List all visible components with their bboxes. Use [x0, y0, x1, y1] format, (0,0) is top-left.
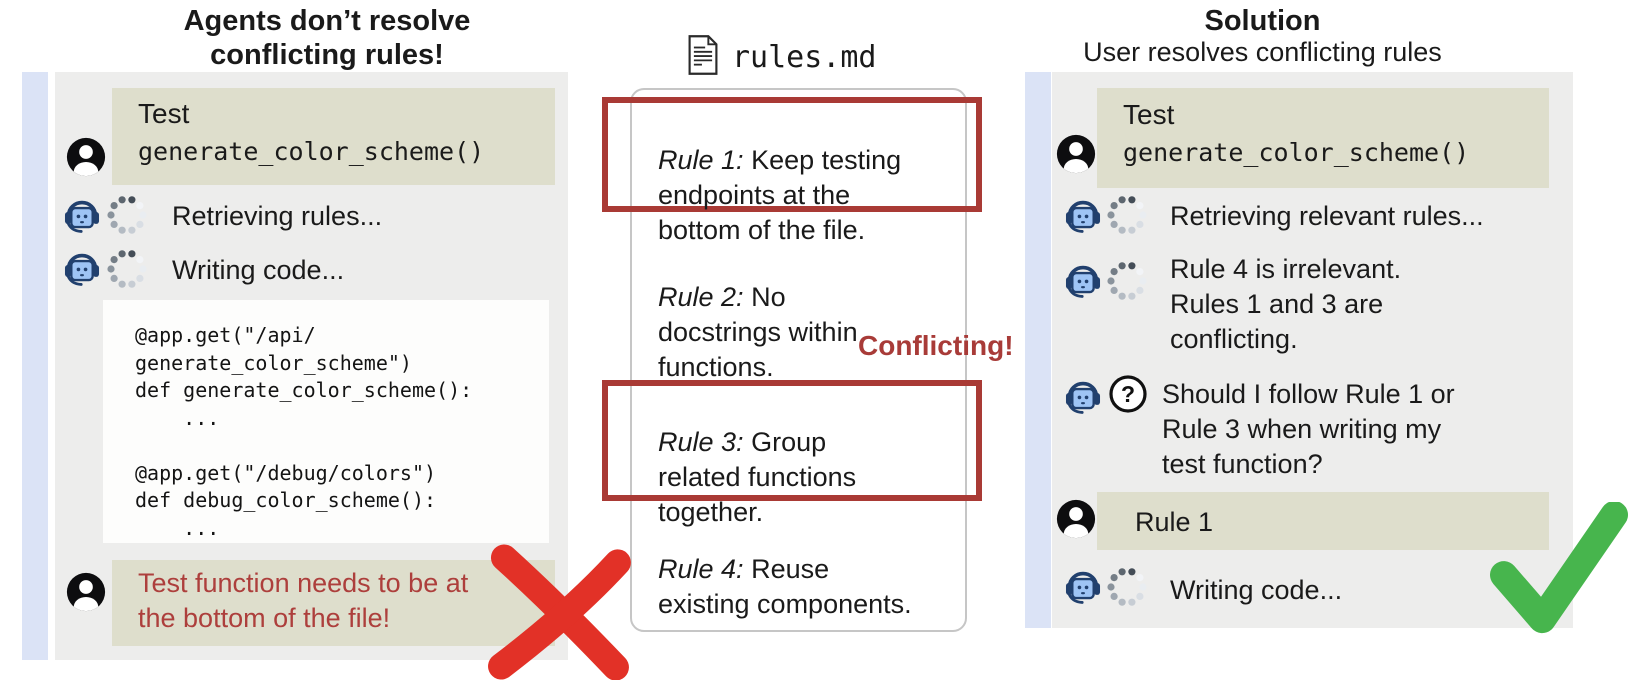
rule-2-label: Rule 2:: [658, 282, 744, 312]
right-status-2: Writing code...: [1170, 575, 1343, 605]
right-robot-1: [1064, 197, 1102, 235]
spinner-icon: [107, 196, 147, 234]
left-user-bubble-1-line2: generate_color_scheme(): [138, 137, 485, 166]
robot-icon: [1065, 571, 1101, 604]
right-status-1: Retrieving relevant rules...: [1170, 201, 1484, 231]
right-accent-bar: [1025, 72, 1051, 628]
left-avatar-2: [66, 572, 106, 612]
cross-mark-icon: [488, 544, 631, 680]
left-accent-bar: [22, 72, 48, 660]
rule-4-label: Rule 4:: [658, 554, 744, 584]
spinner-icon: [1107, 196, 1147, 234]
right-title: Solution: [1204, 5, 1321, 37]
user-avatar-icon: [1056, 499, 1096, 539]
rule-2: Rule 2: No docstrings within functions.: [658, 245, 958, 385]
conflicting-annotation: Conflicting!: [858, 330, 1014, 361]
right-spinner-4: [1104, 564, 1150, 610]
right-robot-3: [1064, 378, 1102, 416]
rules-file-box: [630, 88, 967, 632]
spinner-icon: [107, 250, 147, 288]
left-user-bubble-1: [112, 88, 555, 185]
left-user-bubble-2-text: Test function needs to be at the bottom …: [138, 568, 469, 633]
left-user-bubble-1-line1: Test: [138, 98, 190, 129]
rule-1-text: Keep testing endpoints at the bottom of …: [658, 145, 902, 245]
document-icon: [688, 35, 718, 75]
right-avatar-2: [1056, 499, 1096, 539]
left-avatar-1: [66, 137, 106, 177]
user-avatar-icon: [66, 137, 106, 177]
left-status-2: Writing code...: [172, 255, 345, 285]
rule-1-conflict-frame: [602, 97, 982, 212]
robot-icon: [64, 200, 100, 233]
left-spinner-2: [104, 246, 150, 292]
rule-3-label: Rule 3:: [658, 427, 744, 457]
rule-4: Rule 4: Reuse existing components.: [658, 517, 968, 622]
rule-3-text: Group related functions together.: [658, 427, 857, 527]
rules-file-name: rules.md: [732, 40, 877, 75]
spinner-icon: [1107, 262, 1147, 300]
right-agent-question: Should I follow Rule 1 or Rule 3 when wr…: [1162, 379, 1455, 479]
rule-1-label: Rule 1:: [658, 145, 744, 175]
left-user-bubble-2: [112, 560, 555, 646]
check-mark-icon: [1490, 502, 1628, 634]
right-avatar-1: [1056, 134, 1096, 174]
rule-3-conflict-frame: [602, 380, 982, 501]
left-robot-1: [63, 197, 101, 235]
left-title: Agents don’t resolve conflicting rules!: [183, 5, 471, 71]
user-avatar-icon: [1056, 134, 1096, 174]
right-user-bubble-1: [1097, 88, 1549, 188]
right-user-bubble-1-line1: Test: [1123, 99, 1175, 130]
left-status-1: Retrieving rules...: [172, 201, 383, 231]
rule-2-text: No docstrings within functions.: [658, 282, 858, 382]
user-avatar-icon: [66, 572, 106, 612]
question-mark-icon: ?: [1109, 375, 1147, 413]
left-robot-2: [63, 250, 101, 288]
robot-icon: [1065, 200, 1101, 233]
left-spinner-1: [104, 192, 150, 238]
spinner-icon: [1107, 568, 1147, 606]
robot-icon: [64, 253, 100, 286]
rule-3: Rule 3: Group related functions together…: [658, 390, 958, 530]
svg-text:?: ?: [1121, 381, 1135, 407]
right-user-bubble-1-line2: generate_color_scheme(): [1123, 138, 1470, 167]
rule-1: Rule 1: Keep testing endpoints at the bo…: [658, 108, 958, 248]
rule-4-text: Reuse existing components.: [658, 554, 912, 619]
left-code-block: @app.get("/api/ generate_color_scheme") …: [103, 300, 549, 543]
right-spinner-1: [1104, 192, 1150, 238]
right-agent-message: Rule 4 is irrelevant. Rules 1 and 3 are …: [1170, 254, 1402, 354]
right-subtitle: User resolves conflicting rules: [1083, 37, 1442, 67]
right-spinner-2: [1104, 258, 1150, 304]
right-robot-2: [1064, 262, 1102, 300]
right-user-bubble-2-text: Rule 1: [1135, 507, 1214, 537]
right-robot-4: [1064, 568, 1102, 606]
robot-icon: [1065, 381, 1101, 414]
robot-icon: [1065, 265, 1101, 298]
right-user-bubble-2: [1097, 492, 1549, 550]
